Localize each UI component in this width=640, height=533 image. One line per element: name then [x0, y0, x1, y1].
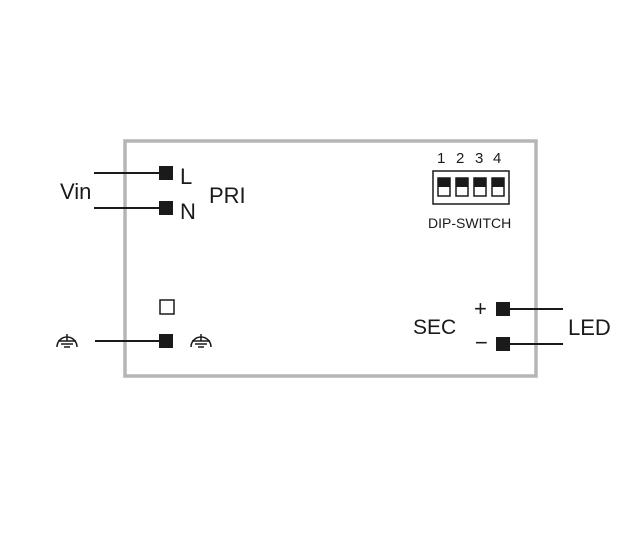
dip-number: 3: [475, 150, 483, 167]
minus-sign: −: [475, 330, 488, 355]
dip-number: 4: [493, 150, 501, 167]
dip-switch-knob-1: [438, 178, 450, 187]
class-ii-insulation-icon: [159, 299, 175, 315]
terminal-l-label: L: [180, 164, 192, 189]
vin-label: Vin: [60, 179, 91, 204]
dip-switch-label: DIP-SWITCH: [428, 215, 511, 231]
dip-switch-knob-2: [456, 178, 468, 187]
dip-switch-knob-3: [474, 178, 486, 187]
terminal-n: [159, 201, 173, 215]
sec-label: SEC: [413, 316, 456, 339]
dip-switch: 1 2 3 4 DIP-SWITCH: [428, 150, 511, 231]
terminal-earth: [159, 334, 173, 348]
terminal-l: [159, 166, 173, 180]
terminal-plus: [496, 302, 510, 316]
led-label: LED: [568, 315, 611, 340]
dip-switch-knob-4: [492, 178, 504, 187]
terminal-minus: [496, 337, 510, 351]
earth-ground-icon: [190, 334, 212, 348]
driver-housing: [123, 139, 538, 378]
earth-ground-icon: [56, 334, 78, 348]
pri-label: PRI: [209, 183, 246, 208]
terminal-n-label: N: [180, 199, 196, 224]
dip-number: 1: [437, 150, 445, 167]
plus-sign: +: [474, 296, 487, 321]
dip-number: 2: [456, 150, 464, 167]
